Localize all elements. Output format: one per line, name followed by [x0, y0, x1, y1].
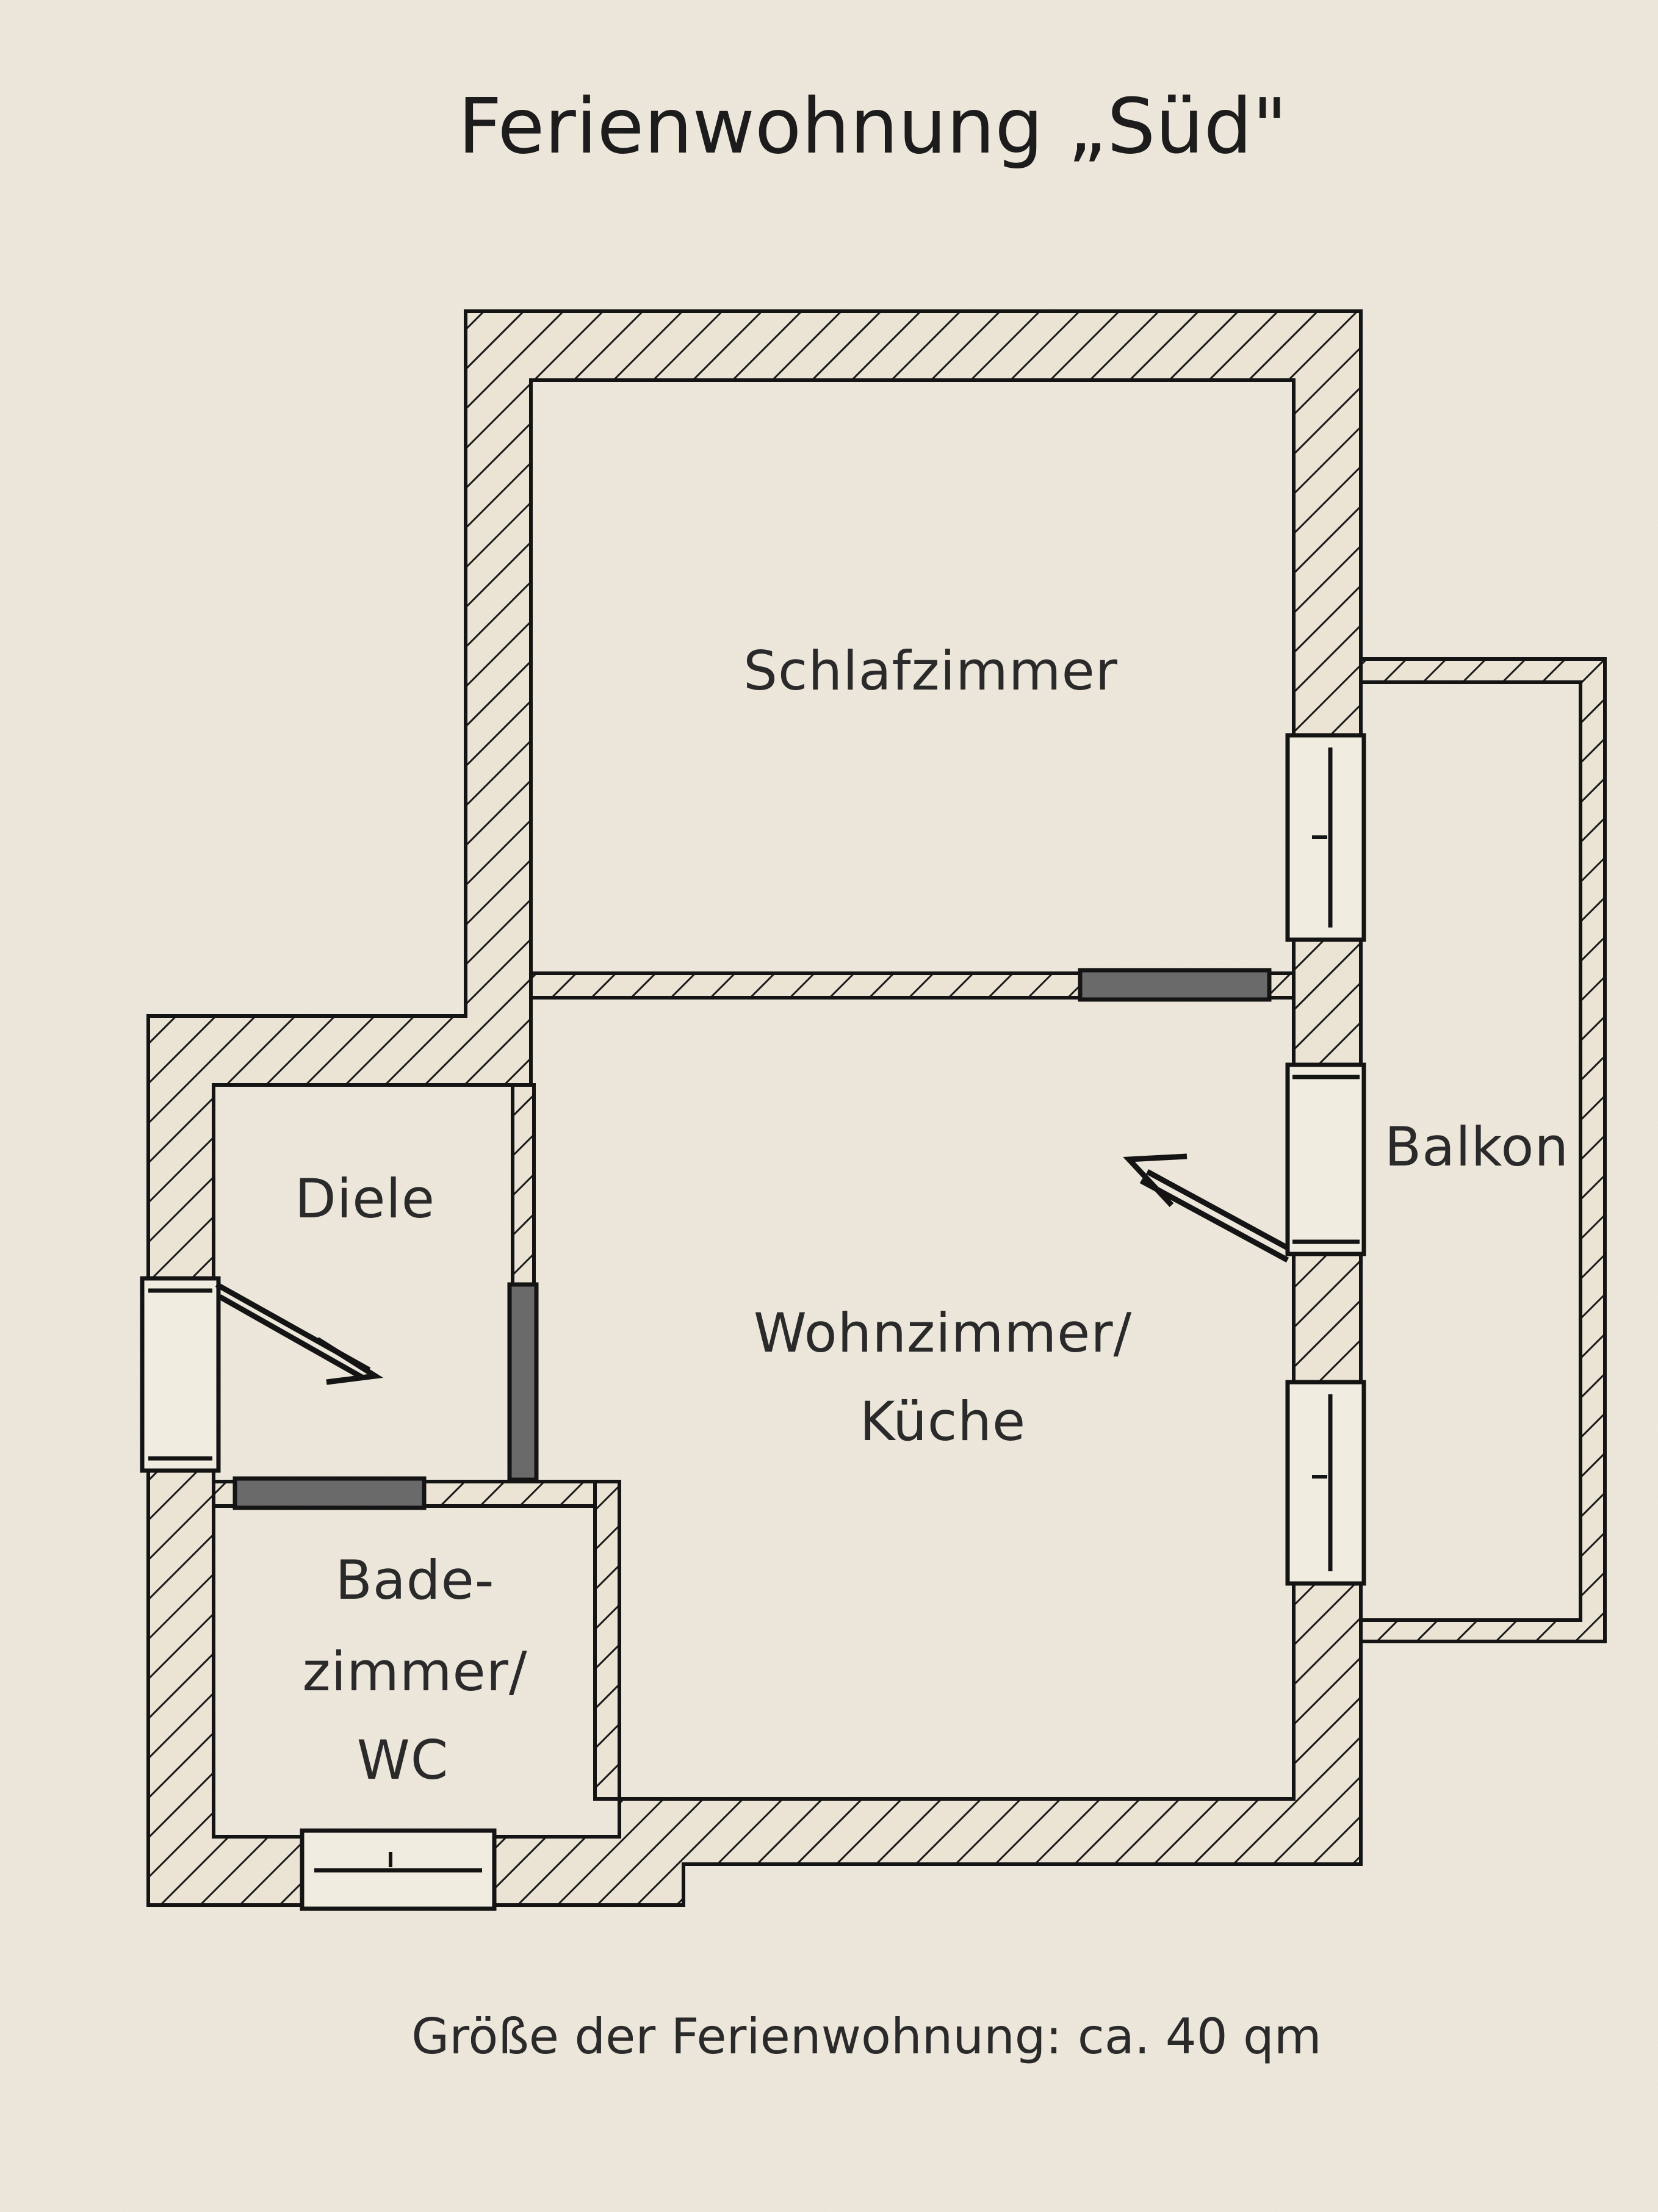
balcony-door-arrow-icon	[1123, 1153, 1289, 1263]
window-icon	[1285, 733, 1366, 942]
entrance-door	[140, 1276, 221, 1473]
balcony-door	[1285, 1062, 1366, 1256]
door-icon	[1078, 968, 1272, 1002]
room-label-bad-line1: Bade-	[335, 1549, 494, 1612]
room-label-wohnzimmer-line2: Küche	[860, 1390, 1026, 1453]
room-label-diele: Diele	[295, 1167, 435, 1230]
window-icon	[1285, 1380, 1366, 1586]
room-label-balkon: Balkon	[1385, 1115, 1569, 1178]
entrance-arrow-icon	[215, 1282, 384, 1385]
room-label-bad-line3: WC	[357, 1729, 449, 1792]
room-label-bad-line2: zimmer/	[302, 1640, 527, 1703]
wall-bath-living	[593, 1480, 621, 1801]
door-icon	[507, 1282, 539, 1482]
plan-title: Ferienwohnung „Süd"	[458, 82, 1287, 171]
room-label-wohnzimmer-line1: Wohnzimmer/	[754, 1302, 1132, 1364]
balcony	[1359, 657, 1607, 1643]
door-icon	[232, 1476, 427, 1510]
window-icon	[300, 1828, 497, 1911]
room-label-schlafzimmer: Schlafzimmer	[743, 639, 1118, 702]
size-caption: Größe der Ferienwohnung: ca. 40 qm	[411, 2008, 1321, 2065]
